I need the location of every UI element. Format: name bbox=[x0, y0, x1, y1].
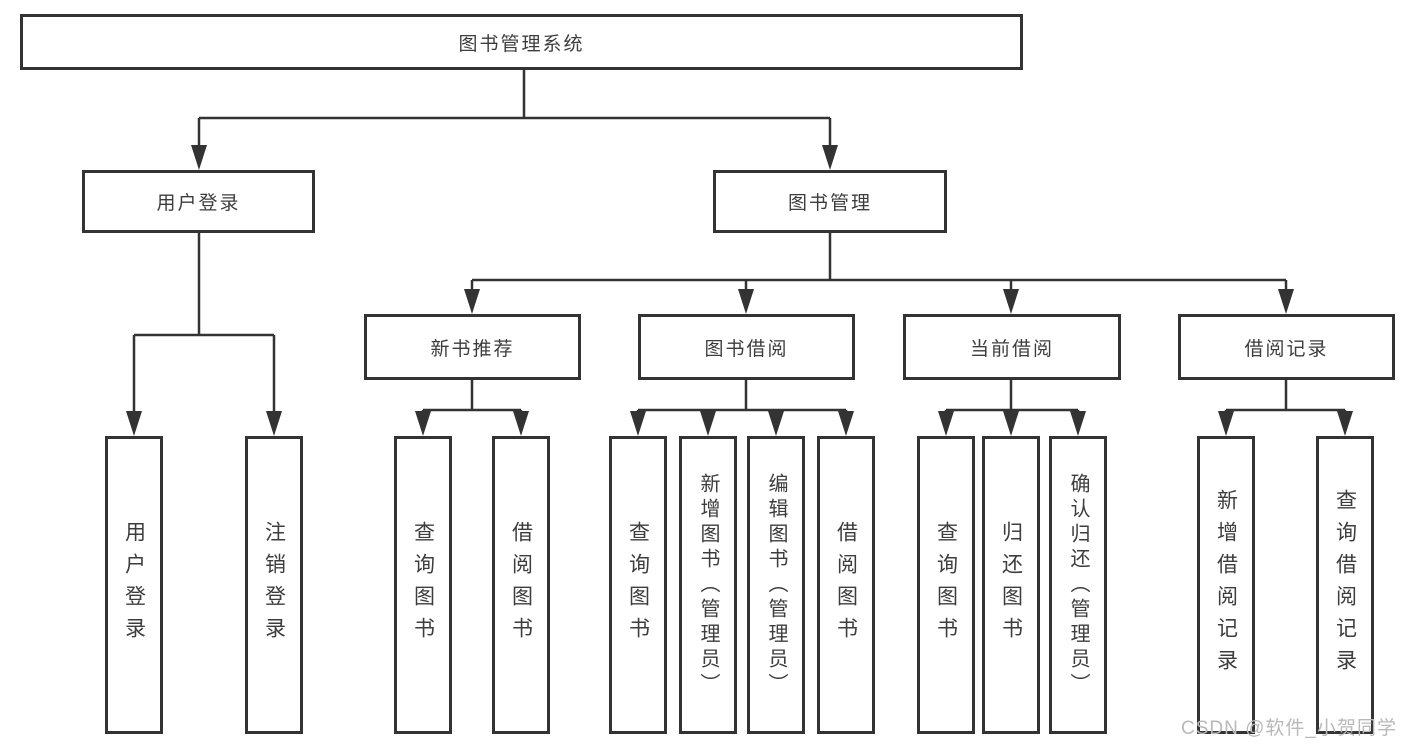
node-borrow-records: 借阅记录 bbox=[1178, 314, 1395, 380]
arrowhead bbox=[1278, 289, 1294, 314]
leaf-query-books-recommend: 查询图书 bbox=[394, 436, 452, 734]
leaf-query-books-recommend-label: 查询图书 bbox=[411, 521, 435, 649]
leaf-add-book-admin-label: 新增图书（管理员） bbox=[697, 472, 719, 698]
node-user-login: 用户登录 bbox=[82, 170, 315, 233]
node-new-book-recommend: 新书推荐 bbox=[364, 314, 581, 380]
arrowhead bbox=[738, 289, 754, 314]
arrowhead bbox=[630, 411, 646, 436]
connector-current-borrow bbox=[938, 380, 1086, 436]
leaf-borrow-books-label: 借阅图书 bbox=[834, 521, 858, 649]
node-root: 图书管理系统 bbox=[20, 14, 1023, 70]
connector-path bbox=[132, 233, 276, 416]
connector-path bbox=[944, 380, 1080, 416]
arrowhead bbox=[768, 411, 784, 436]
leaf-user-login-label: 用户登录 bbox=[122, 521, 146, 649]
leaf-borrow-books: 借阅图书 bbox=[817, 436, 875, 734]
leaf-logout: 注销登录 bbox=[245, 436, 303, 734]
arrowhead bbox=[1003, 289, 1019, 314]
node-book-borrow: 图书借阅 bbox=[638, 314, 855, 380]
arrowhead bbox=[1218, 411, 1234, 436]
arrowhead bbox=[513, 411, 529, 436]
arrowhead bbox=[266, 411, 282, 436]
leaf-query-borrow-record: 查询借阅记录 bbox=[1316, 436, 1374, 734]
arrowhead bbox=[1070, 411, 1086, 436]
leaf-query-borrow-record-label: 查询借阅记录 bbox=[1333, 489, 1357, 681]
node-new-book-recommend-label: 新书推荐 bbox=[430, 338, 515, 360]
connector-root bbox=[191, 70, 838, 170]
node-borrow-records-label: 借阅记录 bbox=[1244, 338, 1329, 360]
leaf-borrow-books-recommend: 借阅图书 bbox=[492, 436, 550, 734]
arrowhead bbox=[822, 145, 838, 170]
connector-path bbox=[636, 380, 848, 416]
leaf-confirm-return-admin: 确认归还（管理员） bbox=[1049, 436, 1107, 734]
leaf-user-login: 用户登录 bbox=[105, 436, 163, 734]
connector-path bbox=[197, 70, 832, 150]
leaf-edit-book-admin: 编辑图书（管理员） bbox=[747, 436, 805, 734]
node-user-login-label: 用户登录 bbox=[156, 193, 241, 214]
leaf-return-book: 归还图书 bbox=[982, 436, 1040, 734]
node-book-management: 图书管理 bbox=[713, 170, 947, 233]
connector-path bbox=[1224, 380, 1347, 416]
node-book-borrow-label: 图书借阅 bbox=[704, 338, 789, 360]
connector-path bbox=[421, 380, 523, 416]
connector-user-login bbox=[126, 233, 282, 436]
arrowhead bbox=[126, 411, 142, 436]
connector-book-borrow bbox=[630, 380, 854, 436]
leaf-add-borrow-record-label: 新增借阅记录 bbox=[1214, 489, 1238, 681]
arrowhead bbox=[415, 411, 431, 436]
leaf-query-books-borrow-label: 查询图书 bbox=[626, 521, 650, 649]
arrowhead bbox=[700, 411, 716, 436]
node-root-label: 图书管理系统 bbox=[458, 33, 585, 55]
leaf-query-books-current-label: 查询图书 bbox=[934, 521, 958, 649]
arrowhead bbox=[1003, 411, 1019, 436]
node-current-borrow: 当前借阅 bbox=[903, 314, 1121, 380]
leaf-logout-label: 注销登录 bbox=[262, 521, 286, 649]
leaf-query-books-current: 查询图书 bbox=[917, 436, 975, 734]
leaf-query-books-borrow: 查询图书 bbox=[609, 436, 667, 734]
watermark-text: CSDN @软件_小贺同学 bbox=[1181, 718, 1397, 739]
arrowhead bbox=[938, 411, 954, 436]
node-current-borrow-label: 当前借阅 bbox=[969, 338, 1054, 360]
leaf-edit-book-admin-label: 编辑图书（管理员） bbox=[765, 472, 787, 698]
leaf-borrow-books-recommend-label: 借阅图书 bbox=[509, 521, 533, 649]
connector-path bbox=[470, 233, 1288, 294]
leaf-confirm-return-admin-label: 确认归还（管理员） bbox=[1067, 472, 1089, 698]
arrowhead bbox=[838, 411, 854, 436]
leaf-return-book-label: 归还图书 bbox=[999, 521, 1023, 649]
arrowhead bbox=[1337, 411, 1353, 436]
node-book-management-label: 图书管理 bbox=[787, 193, 872, 214]
leaf-add-borrow-record: 新增借阅记录 bbox=[1197, 436, 1255, 734]
connector-new-book-recommend bbox=[415, 380, 529, 436]
arrowhead bbox=[191, 145, 207, 170]
connector-book-management bbox=[464, 233, 1294, 314]
arrowhead bbox=[464, 289, 480, 314]
leaf-add-book-admin: 新增图书（管理员） bbox=[679, 436, 737, 734]
connector-borrow-records bbox=[1218, 380, 1353, 436]
